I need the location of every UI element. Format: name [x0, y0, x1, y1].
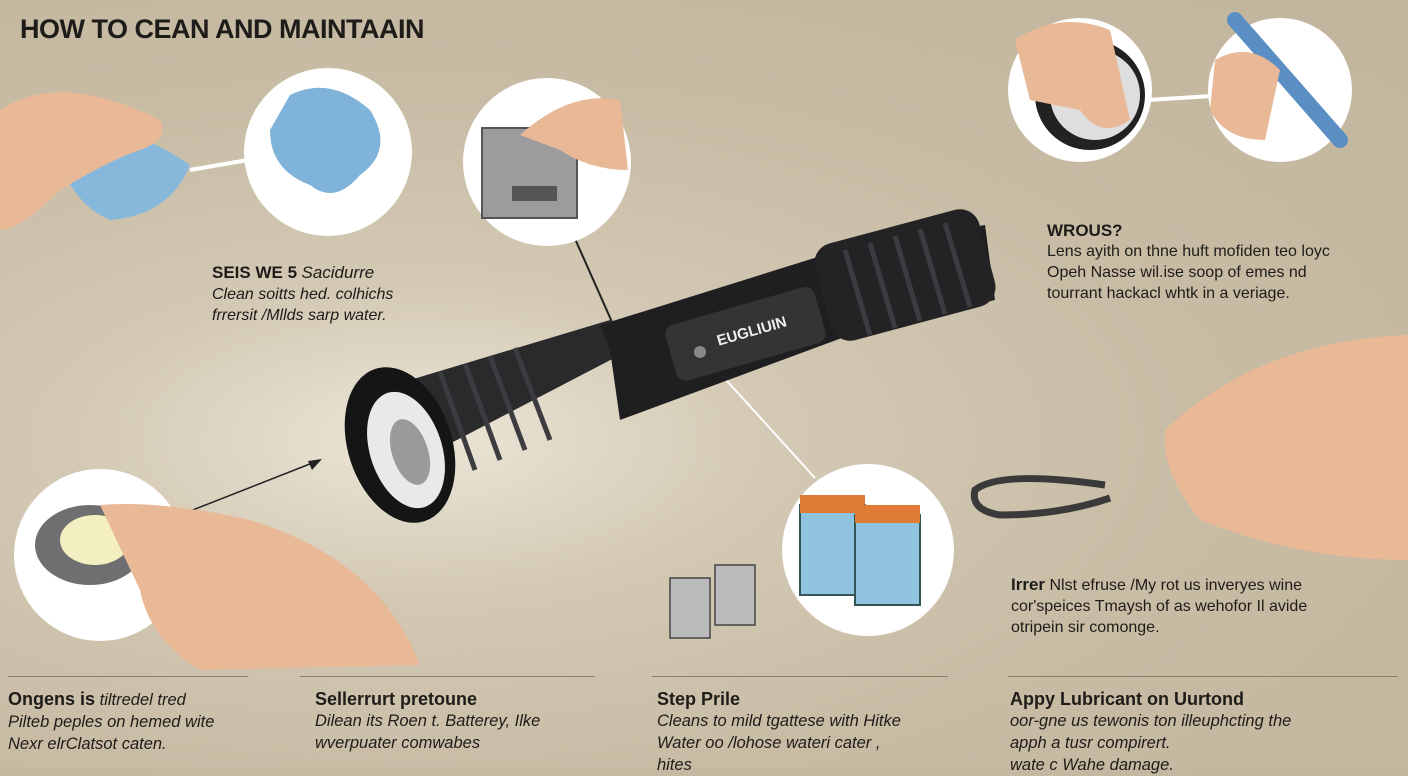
divider	[652, 676, 948, 677]
callout-line	[1147, 94, 1213, 102]
reflector-callout	[14, 469, 420, 670]
lens-step-text: WROUS? Lens ayith on thne huft mofiden t…	[1047, 220, 1330, 304]
step-line: Pilteb peples on hemed wite	[8, 713, 215, 731]
brand-plate	[665, 286, 826, 381]
step-heading: SEIS WE 5	[212, 263, 298, 282]
step-line: otripein sir comonge.	[1011, 619, 1160, 636]
step-heading: Irrer	[1011, 575, 1046, 594]
bottom-step-3: Step Prile Cleans to mild tgattese with …	[657, 688, 901, 776]
step-line: oor-gne us tewonis ton illeuphcting the	[1010, 712, 1292, 730]
lens-cap-callout	[1008, 18, 1152, 162]
step-line: cor'speices Tmaysh of as wehofor Il avid…	[1011, 598, 1308, 615]
cloth-callout	[0, 68, 412, 236]
power-button-icon	[694, 346, 706, 358]
step-line: frrersit /Mllds sarp water.	[212, 307, 387, 324]
step-line: Water oo /lohose wateri cater ,	[657, 734, 881, 752]
step-line: wverpuater comwabes	[315, 734, 481, 752]
divider	[1008, 676, 1398, 677]
switch-callout	[463, 78, 631, 246]
callout-line	[571, 231, 613, 323]
bottom-step-2: Sellerrurt pretoune Dilean its Roen t. B…	[315, 688, 540, 754]
step-line: hites	[657, 756, 692, 774]
step-heading: Step Prile	[657, 689, 741, 709]
step-heading: Sellerrurt pretoune	[315, 689, 478, 709]
arrow-head-icon	[308, 459, 322, 470]
bottom-step-1: Ongens is tiltredel tred Pilteb peples o…	[8, 688, 214, 755]
oring-step-text: Irrer Nlst efruse /My rot us inveryes wi…	[1011, 574, 1307, 638]
step-line: Nexr elrClatsot caten.	[8, 735, 167, 753]
step-heading: Ongens is	[8, 689, 96, 709]
divider	[300, 676, 595, 677]
step-heading: WROUS?	[1047, 221, 1123, 240]
bottom-step-4: Appy Lubricant on Uurtond oor-gne us tew…	[1010, 688, 1291, 776]
step-line: Lens ayith on thne huft mofiden teo loyc	[1047, 243, 1330, 260]
page-title: HOW TO CEAN AND MAINTAAIN	[20, 14, 424, 44]
flashlight-illustration	[344, 209, 996, 523]
step-heading-rest: tiltredel tred	[99, 691, 186, 709]
callout-line	[189, 158, 249, 172]
step-heading-rest: Nlst efruse /My rot us inveryes wine	[1049, 577, 1303, 594]
step-line: Clean soitts hed. colhichs	[212, 286, 394, 303]
cloth-step-text: SEIS WE 5 Sacidurre Clean soitts hed. co…	[212, 262, 393, 326]
step-heading-rest: Sacidurre	[301, 263, 375, 282]
screwdriver-callout	[1208, 12, 1352, 162]
step-heading: Appy Lubricant on Uurtond	[1010, 689, 1244, 709]
arrow-line	[179, 459, 321, 516]
step-line: tourrant hackacl whtk in a veriage.	[1047, 285, 1290, 302]
o-ring-illustration	[970, 335, 1408, 560]
step-line: Dilean its Roen t. Batterey, Ilke	[315, 712, 541, 730]
step-line: wate c Wahe damage.	[1010, 756, 1174, 774]
divider	[8, 676, 248, 677]
cube-blocks	[669, 564, 756, 639]
step-line: apph a tusr compirert.	[1010, 734, 1171, 752]
step-line: Opeh Nasse wil.ise soop of emes nd	[1047, 264, 1307, 281]
battery-callout	[782, 464, 954, 636]
step-line: Cleans to mild tgattese with Hitke	[657, 712, 901, 730]
